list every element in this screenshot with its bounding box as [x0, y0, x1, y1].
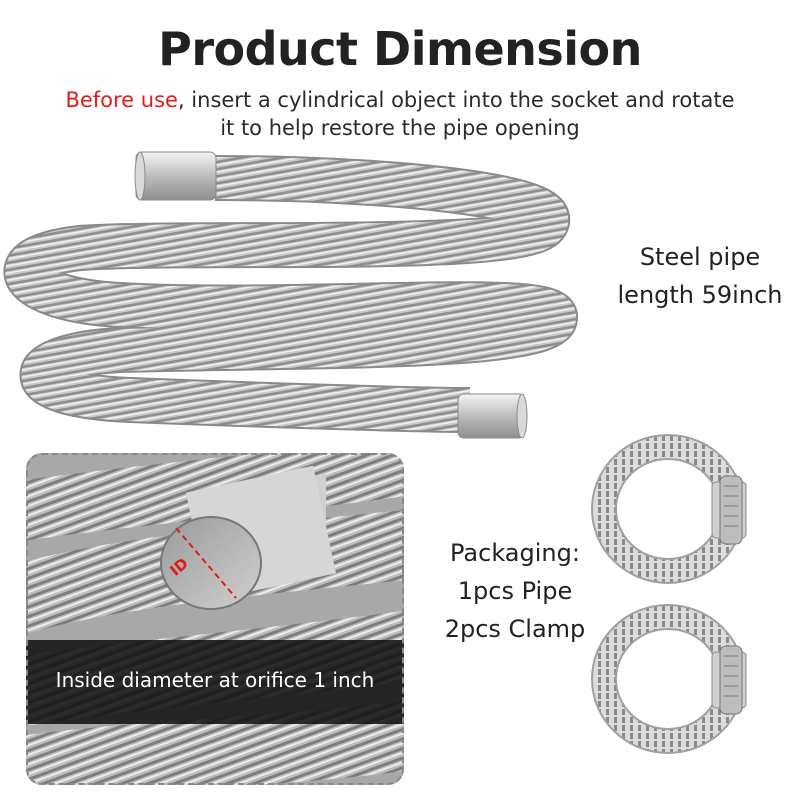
pipe-end-sleeve-bottom	[457, 393, 525, 439]
packaging-info: Packaging: 1pcs Pipe 2pcs Clamp	[430, 534, 600, 648]
usage-text-line1: , insert a cylindrical object into the s…	[177, 88, 735, 112]
inner-diameter-line	[175, 527, 237, 599]
packaging-item-clamp: 2pcs Clamp	[444, 615, 586, 643]
caption-band	[26, 640, 404, 724]
pipe-length-text: length 59inch	[617, 281, 783, 309]
page-title: Product Dimension	[158, 22, 642, 76]
orifice-diameter-caption: Inside diameter at orifice 1 inch	[55, 668, 375, 692]
hose-clamp-image-1	[591, 434, 747, 584]
pipe-end-sleeve-top	[135, 151, 217, 201]
pipe-type-text: Steel pipe	[639, 243, 761, 271]
orifice-closeup-image	[26, 453, 404, 785]
pipe-body	[5, 157, 576, 431]
flexible-steel-pipe-image	[3, 151, 578, 439]
pipe-length-label: Steel pipe length 59inch	[600, 238, 800, 314]
packaging-heading: Packaging:	[450, 539, 580, 567]
hose-clamp-image-2	[591, 604, 747, 754]
usage-highlight: Before use	[65, 88, 178, 112]
usage-text-line2: it to help restore the pipe opening	[220, 116, 580, 140]
closeup-pipes-illustration	[26, 453, 404, 785]
usage-instruction: Before use, insert a cylindrical object …	[40, 86, 760, 142]
packaging-item-pipe: 1pcs Pipe	[457, 577, 573, 605]
